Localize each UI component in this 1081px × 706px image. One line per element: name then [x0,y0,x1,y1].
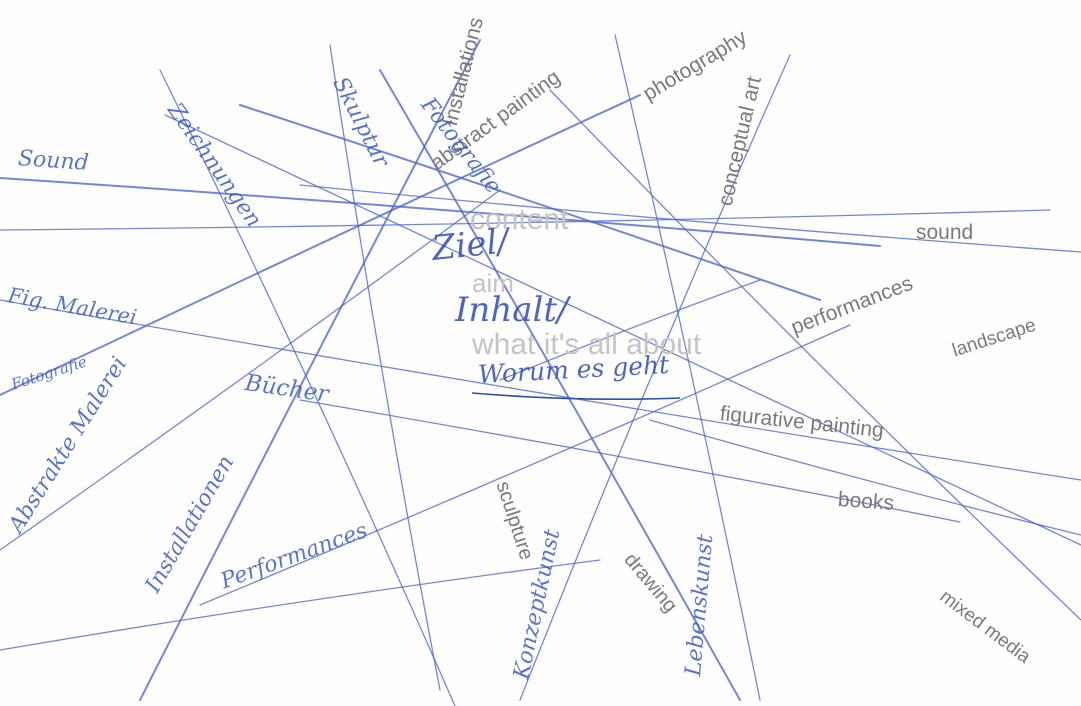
pen-stroke [549,89,1081,621]
hw-sound: Sound [17,146,90,176]
pen-stroke [139,39,481,701]
pen-stroke [649,419,1081,536]
underline-stroke [471,392,681,401]
pen-stroke [0,299,1081,481]
pen-stroke [0,209,1051,231]
hw-inhalt: Inhalt/ [455,290,569,330]
pen-stroke [199,324,851,606]
label-content: content [470,203,569,236]
pen-stroke [499,279,761,381]
pen-stroke [0,189,501,551]
pen-stroke [159,69,456,706]
pen-stroke [0,559,601,651]
pen-stroke [299,399,961,523]
label-sound: sound [916,221,974,244]
pen-stroke [0,94,641,396]
pen-stroke [329,44,441,691]
label-books: books [837,488,895,515]
label-what-its-all-about: what it's all about [472,328,702,361]
pen-stroke [519,54,791,701]
pen-stroke [379,69,741,701]
pen-stroke [239,104,821,301]
pen-stroke [299,184,1081,253]
pen-stroke [614,34,761,701]
hw-ziel: Ziel/ [429,221,511,269]
pen-stroke [0,177,881,247]
label-aim: aim [472,268,514,298]
